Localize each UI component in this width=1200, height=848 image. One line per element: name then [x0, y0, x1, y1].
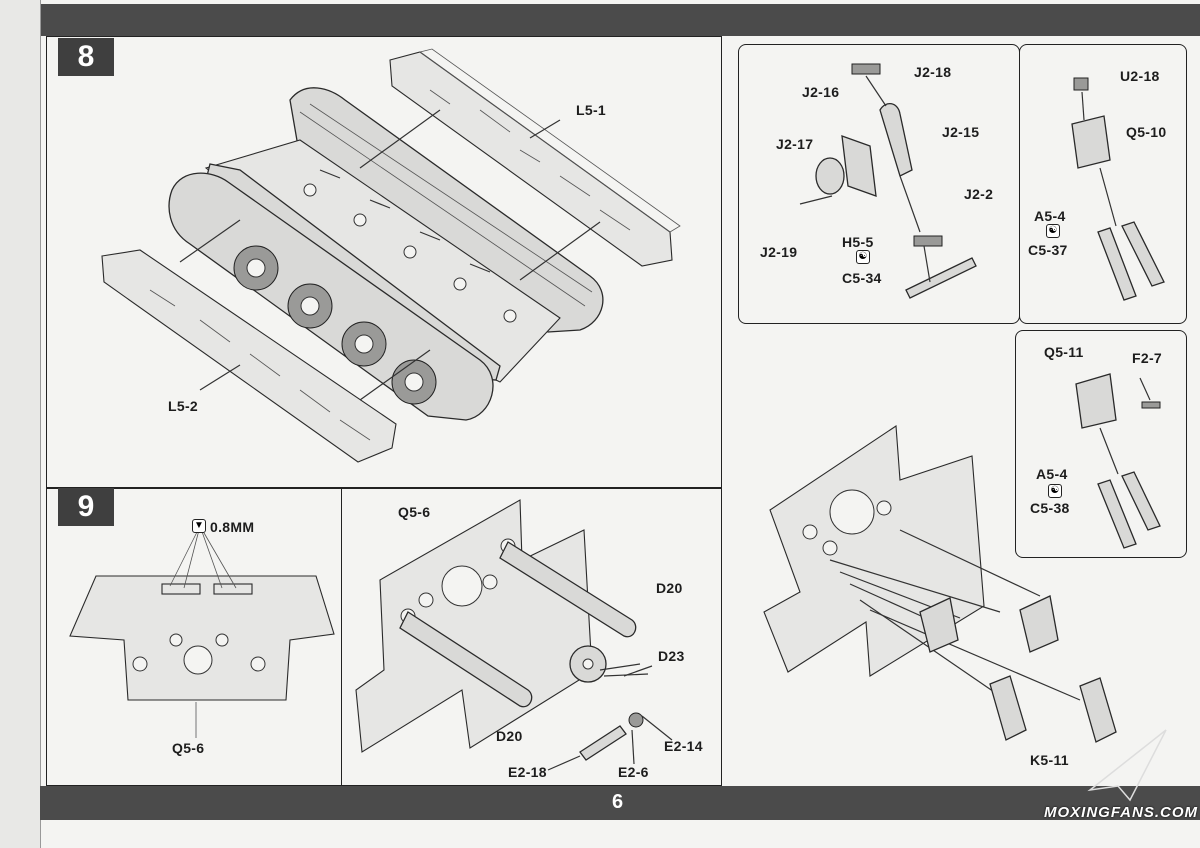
- label-f2-7: F2-7: [1132, 350, 1162, 366]
- label-d23: D23: [658, 648, 685, 664]
- label-c5-38: C5-38: [1030, 500, 1070, 516]
- label-j2-17: J2-17: [776, 136, 814, 152]
- paper-plane-logo: [1087, 729, 1167, 802]
- rear-plate-drawing: [355, 499, 673, 771]
- watermark: MOXINGFANS.COM: [1044, 804, 1199, 821]
- q510-jerrycan-drawing: [1071, 77, 1165, 301]
- label-e2-18: E2-18: [508, 764, 547, 780]
- q510-subassembly-frame: [1019, 44, 1187, 324]
- label-a5-4-lower: A5-4: [1036, 466, 1068, 482]
- glue-icon: ☯: [1048, 484, 1062, 498]
- label-j2-19: J2-19: [760, 244, 798, 260]
- glue-icon: ☯: [856, 250, 870, 264]
- label-e2-14: E2-14: [664, 738, 703, 754]
- label-l5-1: L5-1: [576, 102, 606, 118]
- rear-plate-stowage-drawing: [763, 425, 1117, 743]
- step9-middle-frame: [341, 488, 722, 786]
- label-j2-18: J2-18: [914, 64, 952, 80]
- label-q5-11: Q5-11: [1044, 344, 1084, 360]
- step8-number: 8: [58, 38, 114, 76]
- label-q5-6-floor: Q5-6: [172, 740, 205, 756]
- drill-note: 0.8MM: [210, 519, 255, 535]
- label-a5-4-upper: A5-4: [1034, 208, 1066, 224]
- label-h5-5: H5-5: [842, 234, 874, 250]
- label-j2-15: J2-15: [942, 124, 980, 140]
- step8-frame: [46, 36, 722, 488]
- label-q5-6-rear: Q5-6: [398, 504, 431, 520]
- label-u2-18: U2-18: [1120, 68, 1160, 84]
- label-e2-6: E2-6: [618, 764, 649, 780]
- q511-subassembly-frame: [1015, 330, 1187, 558]
- binding-edge: [0, 0, 41, 848]
- label-c5-34: C5-34: [842, 270, 882, 286]
- label-k5-11: K5-11: [1030, 752, 1069, 768]
- glue-icon: ☯: [1046, 224, 1060, 238]
- label-d20-upper: D20: [656, 580, 683, 596]
- label-c5-37: C5-37: [1028, 242, 1068, 258]
- floor-plate-drawing: [69, 525, 335, 738]
- step9-number: 9: [58, 488, 114, 526]
- q511-jerrycan-drawing: [1075, 373, 1161, 549]
- label-j2-2: J2-2: [964, 186, 994, 202]
- label-j2-16: J2-16: [802, 84, 840, 100]
- label-d20-lower: D20: [496, 728, 523, 744]
- label-l5-2: L5-2: [168, 398, 198, 414]
- page-number: 6: [612, 791, 624, 813]
- bottom-band: [40, 786, 1200, 820]
- hull-assembly-drawing: [101, 48, 681, 463]
- j2-pump-drawing: [799, 63, 977, 299]
- label-q5-10: Q5-10: [1126, 124, 1167, 140]
- drill-icon: ▼: [192, 519, 206, 533]
- top-band: [40, 4, 1200, 36]
